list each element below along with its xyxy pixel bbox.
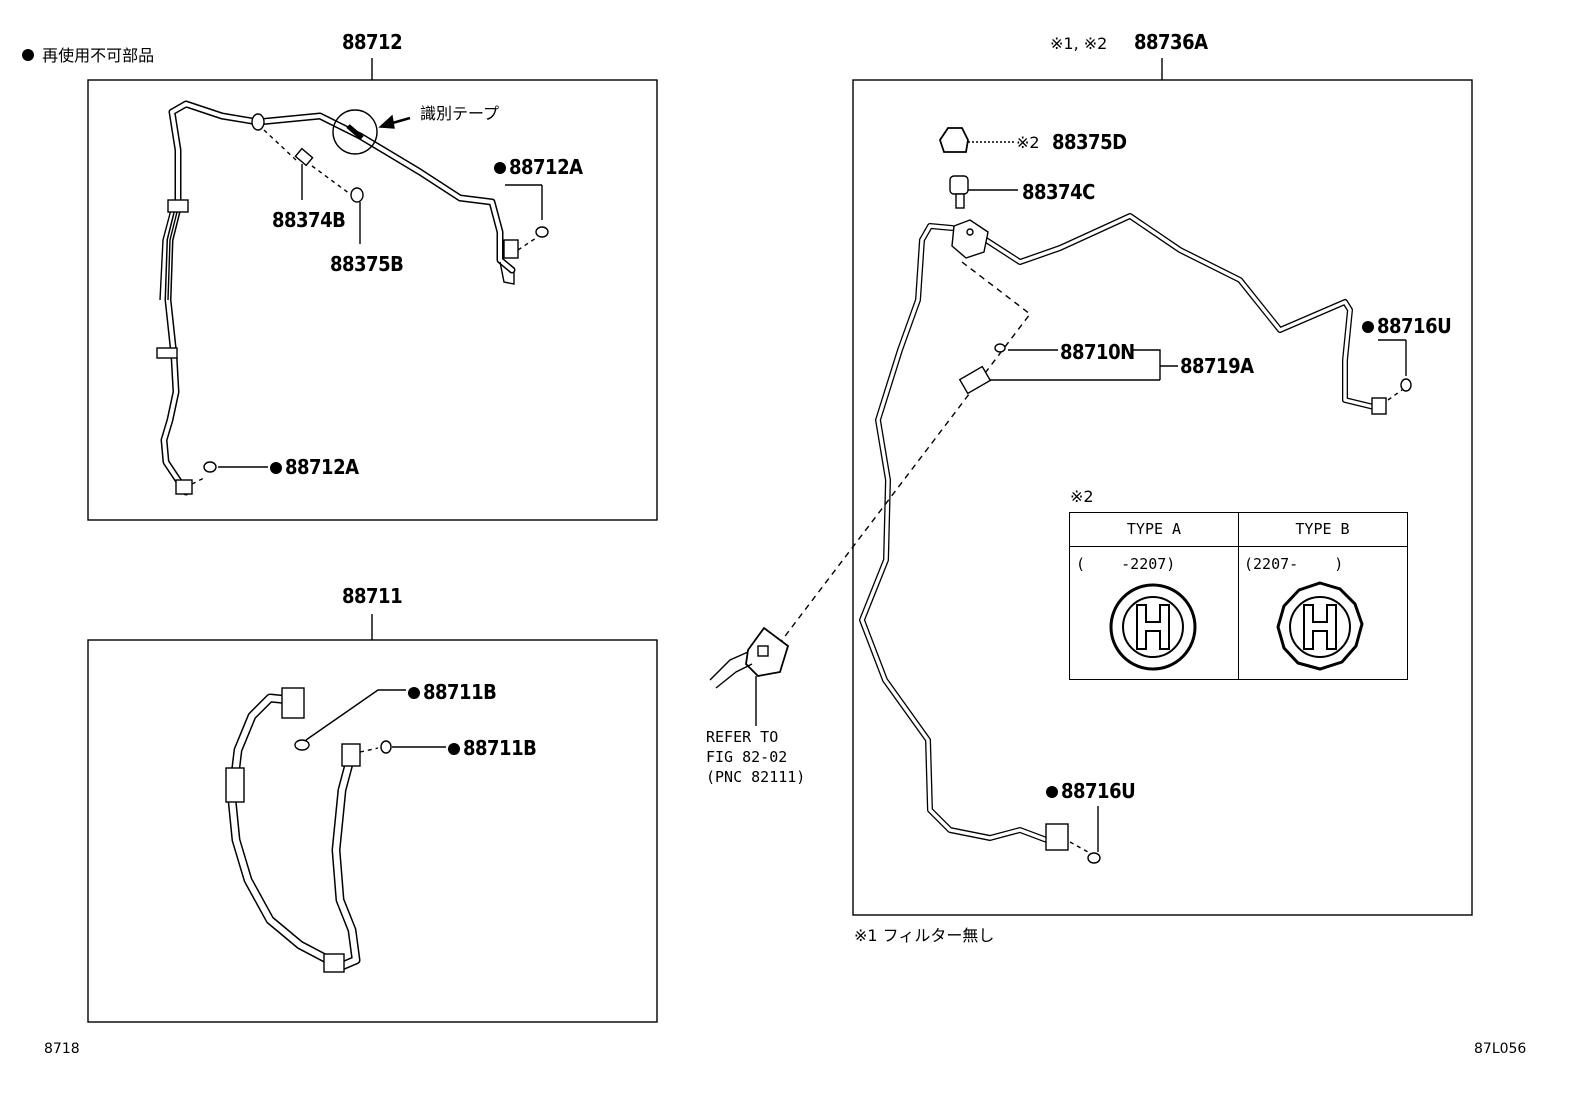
cap-type-b-range: (2207- ) — [1244, 555, 1344, 573]
cap-type-a-column: TYPE A ( -2207) — [1070, 513, 1239, 679]
part-88375b[interactable]: 88375B — [330, 252, 404, 276]
non-reusable-dot-icon — [1362, 321, 1374, 333]
cap-type-table: TYPE A ( -2207) TYPE B (2207- ) — [1069, 512, 1408, 680]
part-88719a[interactable]: 88719A — [1180, 354, 1254, 378]
connector-reference-line1: REFER TO — [706, 728, 779, 746]
part-label: 88712A — [509, 155, 583, 179]
non-reusable-dot-icon — [448, 743, 460, 755]
footnote-no-filter: ※1 フィルター無し — [854, 926, 995, 945]
non-reusable-dot-icon — [1046, 786, 1058, 798]
legend-label: 再使用不可部品 — [42, 46, 155, 65]
part-88712a-lower[interactable]: 88712A — [270, 457, 359, 477]
part-label: 88716U — [1377, 314, 1452, 338]
frame-88736a — [852, 79, 1473, 916]
part-label: 88712A — [285, 455, 359, 479]
part-88716u-upper[interactable]: 88716U — [1362, 314, 1452, 338]
cap-note-mark: ※2 — [1016, 133, 1040, 152]
frame-88711 — [87, 639, 658, 1023]
part-88374b[interactable]: 88374B — [272, 208, 346, 232]
part-number-88711[interactable]: 88711 — [342, 584, 403, 608]
id-tape-detail — [332, 109, 378, 155]
cap-type-b-header: TYPE B — [1238, 513, 1407, 547]
scalloped-h-cap-icon — [1276, 581, 1364, 671]
cap-type-a-range: ( -2207) — [1076, 555, 1176, 573]
id-tape-label: 識別テープ — [420, 104, 500, 123]
part-88711b-b[interactable]: 88711B — [448, 736, 537, 760]
part-88374c[interactable]: 88374C — [1022, 180, 1095, 204]
hose-88712 — [160, 100, 516, 496]
cap-table-note-mark: ※2 — [1070, 487, 1094, 506]
footer-right-code: 87L056 — [1474, 1041, 1527, 1057]
part-88716u-lower[interactable]: 88716U — [1046, 779, 1136, 803]
cap-type-a-header: TYPE A — [1070, 513, 1238, 547]
part-label: 88711B — [463, 736, 537, 760]
connector-reference-icon — [709, 626, 790, 726]
part-88712a-upper[interactable]: 88712A — [494, 157, 583, 177]
part-label: 88711B — [423, 680, 497, 704]
round-h-cap-icon — [1109, 583, 1197, 671]
part-label: 88716U — [1061, 779, 1136, 803]
non-reusable-dot-icon — [408, 687, 420, 699]
non-reusable-dot-icon — [494, 162, 506, 174]
non-reusable-dot-icon — [22, 49, 34, 61]
part-88710n[interactable]: 88710N — [1060, 340, 1135, 364]
part-number-88736a[interactable]: 88736A — [1134, 30, 1208, 54]
cap-type-b-column: TYPE B (2207- ) — [1238, 513, 1407, 679]
connector-reference-line2[interactable]: FIG 82-02 — [706, 748, 788, 766]
footer-left-code: 8718 — [44, 1041, 80, 1057]
non-reusable-legend: 再使用不可部品 — [22, 48, 154, 64]
non-reusable-dot-icon — [270, 462, 282, 474]
note-marks: ※1, ※2 — [1050, 34, 1108, 53]
part-88375d[interactable]: 88375D — [1052, 130, 1127, 154]
part-number-88712[interactable]: 88712 — [342, 30, 403, 54]
connector-reference-line3: (PNC 82111) — [706, 768, 806, 786]
part-88711b-a[interactable]: 88711B — [408, 680, 497, 704]
